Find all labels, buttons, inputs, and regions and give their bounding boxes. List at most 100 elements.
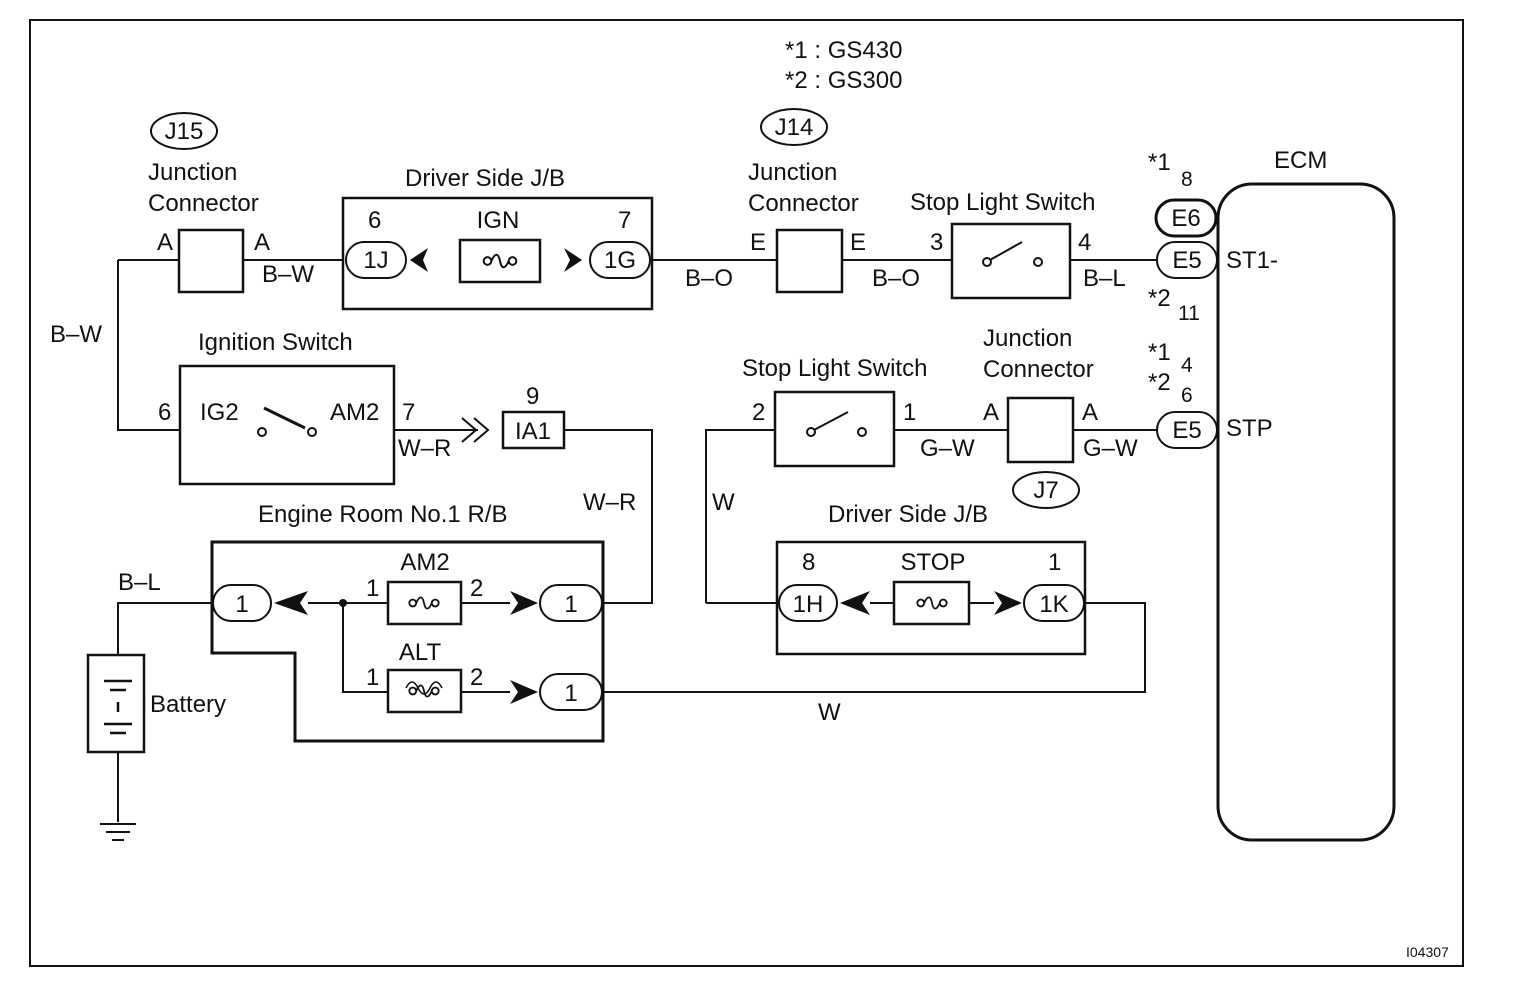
jb1-arrow-left bbox=[410, 248, 428, 272]
jb1-conn-right: 1G bbox=[604, 247, 636, 274]
sls1-pin-left: 3 bbox=[930, 229, 943, 256]
ign-sw-contact-b bbox=[307, 427, 317, 437]
sls1-pin-right: 4 bbox=[1078, 229, 1091, 256]
ign-sw-title: Ignition Switch bbox=[198, 329, 353, 356]
ecm-top-pin1: 8 bbox=[1181, 168, 1193, 191]
connector-ia1: 9 IA1 bbox=[461, 383, 566, 450]
battery-label: Battery bbox=[150, 691, 226, 718]
junction-connector-j15: J15 Junction Connector A A bbox=[148, 112, 270, 294]
ground-icon bbox=[100, 823, 136, 841]
rb-out2: 1 bbox=[564, 680, 577, 707]
ecm-mid-pin2: 6 bbox=[1181, 384, 1193, 407]
engine-room-rb: Engine Room No.1 R/B 1 AM2 1 2 1 ALT 1 2… bbox=[210, 501, 605, 743]
ecm: ECM *1 8 E6 E5 ST1- *2 11 *1 4 *2 6 E5 S… bbox=[1148, 147, 1396, 842]
j15-box bbox=[177, 228, 245, 294]
stop-light-switch-top: Stop Light Switch 3 4 bbox=[910, 189, 1095, 300]
wire-label-bl-battery: B–L bbox=[118, 569, 161, 596]
sls1-contact-a bbox=[982, 257, 992, 267]
wire-label-w-left: W bbox=[712, 489, 735, 516]
jb1-title: Driver Side J/B bbox=[405, 165, 565, 192]
ia1-pin: 9 bbox=[526, 383, 539, 410]
battery-cell-icon bbox=[104, 679, 132, 735]
rb-out2-shape bbox=[539, 673, 603, 711]
ecm-mid-star2: *2 bbox=[1148, 369, 1171, 396]
junction-connector-j14: J14 Junction Connector E E bbox=[748, 108, 866, 294]
sls2-contact-b bbox=[857, 427, 867, 437]
driver-side-jb-top: Driver Side J/B 6 7 IGN 1J 1G bbox=[341, 165, 654, 311]
jb2-conn-left-shape bbox=[778, 584, 838, 622]
j14-box bbox=[775, 228, 844, 294]
rb-fuse1-out: 2 bbox=[470, 575, 483, 602]
diagram-id: I04307 bbox=[1406, 944, 1449, 960]
ecm-signal-stp: STP bbox=[1226, 415, 1273, 442]
conn-e5-mid: E5 bbox=[1172, 417, 1201, 444]
j7-tag-label: J7 bbox=[1033, 477, 1058, 504]
jb2-arrow-right bbox=[994, 591, 1022, 615]
j14-tag-label: J14 bbox=[775, 114, 814, 141]
jb2-pin-right: 1 bbox=[1048, 549, 1061, 576]
rb-out1: 1 bbox=[564, 591, 577, 618]
stop-light-switch-middle: Stop Light Switch 2 1 bbox=[742, 355, 927, 468]
ignition-switch: Ignition Switch 6 IG2 AM2 7 bbox=[158, 329, 415, 486]
jb2-conn-right: 1K bbox=[1039, 591, 1068, 618]
sls1-title: Stop Light Switch bbox=[910, 189, 1095, 216]
diagram-frame bbox=[29, 19, 1464, 967]
ecm-title: ECM bbox=[1274, 147, 1327, 174]
note-gs300: *2 : GS300 bbox=[785, 67, 902, 94]
wire-label-wr-1: W–R bbox=[398, 435, 451, 462]
jb2-conn-right-shape bbox=[1023, 584, 1085, 622]
conn-e6: E6 bbox=[1171, 205, 1200, 232]
j15-tag bbox=[150, 112, 218, 150]
j15-pin-left: A bbox=[157, 229, 173, 256]
jb1-conn-left-shape bbox=[345, 241, 407, 279]
rb-out1-shape bbox=[539, 584, 603, 622]
j7-box bbox=[1006, 396, 1075, 464]
jb1-pin-right: 7 bbox=[618, 207, 631, 234]
wire-label-gw-1: G–W bbox=[920, 435, 975, 462]
ia1-box bbox=[501, 410, 566, 450]
sls2-title: Stop Light Switch bbox=[742, 355, 927, 382]
junction-connector-j7: Junction Connector A A J7 bbox=[983, 325, 1098, 509]
ecm-top-star2: *2 bbox=[1148, 285, 1171, 312]
rb-arrow-out1 bbox=[510, 591, 538, 615]
sls1-blade bbox=[989, 241, 1023, 261]
j7-pin-right: A bbox=[1082, 399, 1098, 426]
ia1-chevron bbox=[461, 417, 490, 443]
conn-e5-top: E5 bbox=[1172, 247, 1201, 274]
jb2-conn-left: 1H bbox=[793, 591, 824, 618]
ecm-mid-star1: *1 bbox=[1148, 339, 1171, 366]
j7-title-1: Junction bbox=[983, 325, 1072, 352]
j7-tag bbox=[1012, 471, 1080, 509]
j15-title-2: Connector bbox=[148, 190, 259, 217]
j7-pin-left: A bbox=[983, 399, 999, 426]
ecm-signal-st1: ST1- bbox=[1226, 247, 1278, 274]
sls2-blade bbox=[813, 411, 849, 431]
rb-fuse1-label: AM2 bbox=[400, 549, 449, 576]
j14-tag bbox=[760, 108, 828, 146]
j15-tag-label: J15 bbox=[165, 118, 204, 145]
j15-pin-right: A bbox=[254, 229, 270, 256]
j15-title-1: Junction bbox=[148, 159, 237, 186]
rb-fuse2-label: ALT bbox=[399, 639, 442, 666]
sls2-box bbox=[773, 390, 896, 468]
j14-title-1: Junction bbox=[748, 159, 837, 186]
jb2-arrow-left bbox=[840, 591, 870, 615]
ign-sw-pin-left: 6 bbox=[158, 399, 171, 426]
jb2-title: Driver Side J/B bbox=[828, 501, 988, 528]
wire-labels: B–W B–W B–O B–O B–L W–R W–R G–W G–W W W … bbox=[50, 261, 1138, 726]
ign-sw-pin-right: 7 bbox=[402, 399, 415, 426]
wire-label-bw-top: B–W bbox=[262, 261, 314, 288]
battery-box bbox=[86, 653, 146, 754]
alt-fuse-double bbox=[405, 681, 443, 695]
rb-arrow-in bbox=[274, 591, 308, 615]
j14-pin-right: E bbox=[850, 229, 866, 256]
ign-sw-blade bbox=[263, 406, 306, 430]
sls2-pin-right: 1 bbox=[903, 399, 916, 426]
jb1-fuse-label: IGN bbox=[477, 207, 520, 234]
wire-label-w-bottom: W bbox=[818, 699, 841, 726]
conn-e6-shape bbox=[1154, 198, 1218, 238]
ecm-box bbox=[1216, 182, 1396, 842]
wire-label-bo-2: B–O bbox=[872, 265, 920, 292]
driver-side-jb-bottom: Driver Side J/B 8 STOP 1 1H 1K bbox=[775, 501, 1087, 656]
wire-label-bw-left: B–W bbox=[50, 321, 102, 348]
